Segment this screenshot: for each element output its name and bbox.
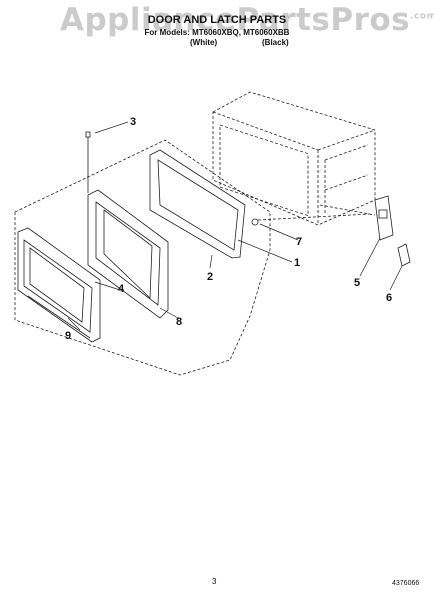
door-frame <box>87 189 169 319</box>
page-number: 3 <box>212 577 217 586</box>
screw <box>85 131 91 193</box>
callout-8: 8 <box>176 316 183 328</box>
callout-1: 1 <box>294 257 301 269</box>
model-numbers: For Models: MT6060XBQ, MT6060XBB <box>144 28 290 37</box>
latch-assembly <box>319 195 411 267</box>
callout-7: 7 <box>296 236 303 248</box>
callout-4: 4 <box>118 283 125 295</box>
document-number: 4376066 <box>392 580 420 587</box>
callout-6: 6 <box>386 292 393 304</box>
door-front <box>17 227 101 343</box>
callout-2: 2 <box>207 271 214 283</box>
cabinet-outline <box>212 91 376 226</box>
variant-black: (Black) <box>262 38 289 47</box>
variant-white: (White) <box>190 38 218 47</box>
door-assembly-boundary <box>14 139 271 376</box>
diagram-title: DOOR AND LATCH PARTS <box>147 14 287 26</box>
callout-3: 3 <box>130 116 137 128</box>
leader-lines <box>67 121 403 331</box>
hinge-pin <box>251 213 371 226</box>
callout-9: 9 <box>65 330 72 342</box>
watermark: AppliancePartsPros.com <box>60 2 434 38</box>
callout-5: 5 <box>354 277 361 289</box>
door-back-panel <box>149 149 246 259</box>
